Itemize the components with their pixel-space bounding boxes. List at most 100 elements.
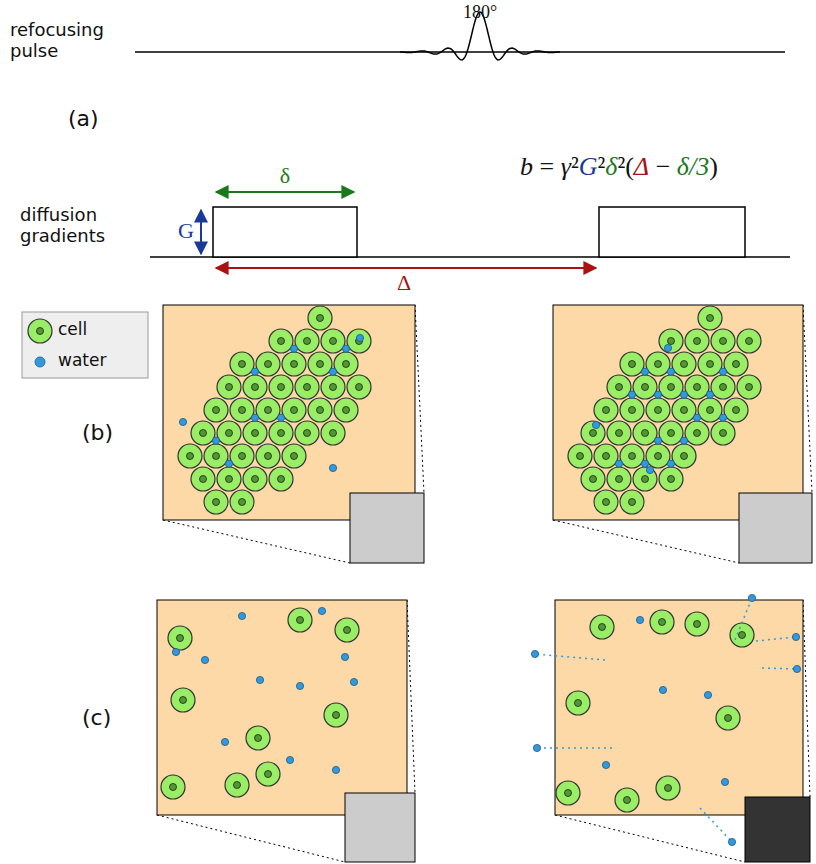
water: [636, 616, 643, 623]
water-trail: [537, 747, 612, 749]
cell-nucleus: [200, 476, 207, 483]
cell: [295, 375, 319, 399]
water: [290, 345, 297, 352]
water: [225, 460, 232, 467]
cell: [230, 398, 254, 422]
cell: [594, 444, 618, 468]
g-label: G: [178, 218, 194, 243]
cell-nucleus: [317, 315, 324, 322]
water: [659, 686, 666, 693]
cell-nucleus: [629, 499, 636, 506]
cell: [321, 375, 345, 399]
cell-nucleus: [226, 476, 233, 483]
g-arrow: [200, 210, 202, 254]
cell-nucleus: [725, 715, 732, 722]
big-delta-arrow: [216, 267, 596, 269]
big-delta-label: Δ: [397, 270, 411, 295]
cell: [698, 306, 722, 330]
cell-nucleus: [291, 361, 298, 368]
cell-nucleus: [265, 361, 272, 368]
cell: [243, 375, 267, 399]
cell-nucleus: [720, 338, 727, 345]
cell: [607, 375, 631, 399]
water: [179, 418, 186, 425]
cell: [347, 329, 371, 353]
cell: [295, 421, 319, 445]
cell-nucleus: [681, 361, 688, 368]
cell: [685, 375, 709, 399]
legend-water-sample: [35, 357, 45, 367]
cell: [256, 398, 280, 422]
cell-nucleus: [343, 407, 350, 414]
water: [667, 368, 674, 375]
cell-nucleus: [291, 453, 298, 460]
cell-nucleus: [590, 476, 597, 483]
panels: [157, 305, 812, 862]
cell: [256, 444, 280, 468]
water: [654, 437, 661, 444]
water: [329, 368, 336, 375]
cell-nucleus: [603, 453, 610, 460]
cell-nucleus: [297, 617, 304, 624]
panel-letter: (a): [68, 106, 99, 131]
water: [641, 460, 648, 467]
cell: [204, 398, 228, 422]
cell-nucleus: [720, 430, 727, 437]
cell: [282, 444, 306, 468]
cell-nucleus: [330, 430, 337, 437]
water: [628, 391, 635, 398]
cell: [620, 352, 644, 376]
cell-nucleus: [694, 430, 701, 437]
cell-nucleus: [720, 384, 727, 391]
cell-nucleus: [733, 407, 740, 414]
cell-nucleus: [668, 338, 675, 345]
water: [667, 460, 674, 467]
cell: [321, 421, 345, 445]
cell: [590, 615, 614, 639]
cell: [204, 490, 228, 514]
water-molecules: [172, 334, 800, 845]
water: [251, 368, 258, 375]
cell-nucleus: [252, 384, 259, 391]
cell: [335, 618, 359, 642]
cell: [191, 421, 215, 445]
cell-nucleus: [239, 407, 246, 414]
cell: [347, 375, 371, 399]
cell-nucleus: [668, 430, 675, 437]
water: [350, 678, 357, 685]
water: [277, 414, 284, 421]
cell: [737, 329, 761, 353]
cell: [217, 467, 241, 491]
water: [728, 838, 735, 845]
cell-nucleus: [603, 499, 610, 506]
cell: [620, 398, 644, 422]
cell: [204, 444, 228, 468]
cell-nucleus: [317, 361, 324, 368]
water: [256, 676, 263, 683]
cell-nucleus: [213, 407, 220, 414]
cell: [308, 306, 332, 330]
cell: [256, 762, 280, 786]
panel-letter: (c): [82, 705, 111, 730]
cell: [321, 329, 345, 353]
cell: [656, 776, 680, 800]
cell-nucleus: [278, 338, 285, 345]
cell: [620, 490, 644, 514]
cell-nucleus: [629, 407, 636, 414]
cell: [161, 775, 185, 799]
water: [792, 633, 799, 640]
cell-nucleus: [603, 407, 610, 414]
cell: [568, 444, 592, 468]
cell-nucleus: [665, 785, 672, 792]
cell-nucleus: [642, 476, 649, 483]
legend-text: cell: [58, 320, 87, 340]
cell: [334, 352, 358, 376]
cell: [230, 444, 254, 468]
cell: [225, 773, 249, 797]
water: [238, 612, 245, 619]
cell: [650, 610, 674, 634]
cell-nucleus: [624, 797, 631, 804]
cell: [672, 444, 696, 468]
cell-nucleus: [177, 635, 184, 642]
water: [329, 464, 336, 471]
